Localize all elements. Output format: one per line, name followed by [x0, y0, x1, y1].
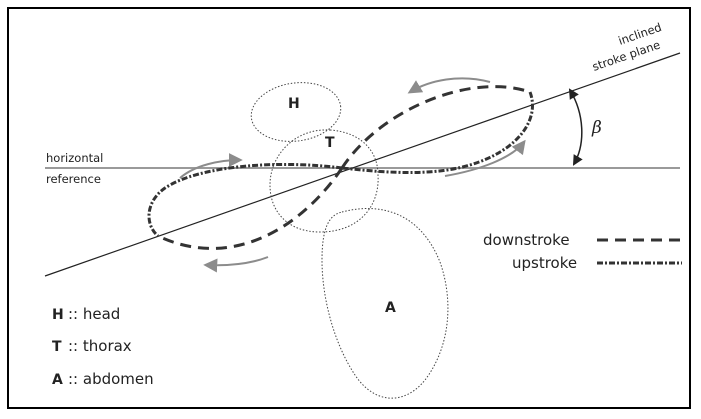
key-head-letter: H: [52, 307, 64, 323]
horizontal-reference-label-line2: reference: [46, 172, 101, 186]
downstroke-path-right: [340, 85, 531, 169]
inclined-stroke-plane-line: [44, 52, 681, 277]
key-abdomen-letter: A: [52, 372, 63, 388]
legend-downstroke-label: downstroke: [483, 231, 570, 249]
abdomen-outline: [321, 208, 449, 399]
thorax-letter: T: [325, 135, 335, 151]
arrow-right-loop: [444, 139, 526, 177]
thorax-outline: [269, 129, 379, 233]
beta-symbol: β: [591, 118, 602, 138]
key-thorax-text: :: thorax: [68, 337, 132, 355]
arrow-top-right: [407, 77, 491, 94]
upstroke-path-left: [147, 162, 343, 238]
key-thorax-letter: T: [52, 339, 62, 355]
abdomen-letter: A: [385, 300, 396, 316]
key-abdomen-text: :: abdomen: [68, 370, 154, 388]
arrow-top-left: [179, 153, 243, 179]
horizontal-reference-label-line1: horizontal: [46, 151, 103, 165]
upstroke-path-right: [341, 91, 534, 174]
head-letter: H: [288, 96, 300, 112]
key-head-text: :: head: [68, 305, 120, 323]
arrow-bottom-left: [203, 256, 269, 273]
downstroke-path-left: [157, 167, 344, 250]
diagram-frame: [7, 7, 691, 409]
legend-upstroke-label: upstroke: [512, 254, 577, 272]
beta-angle-arc: [568, 88, 583, 166]
head-outline: [250, 82, 342, 142]
